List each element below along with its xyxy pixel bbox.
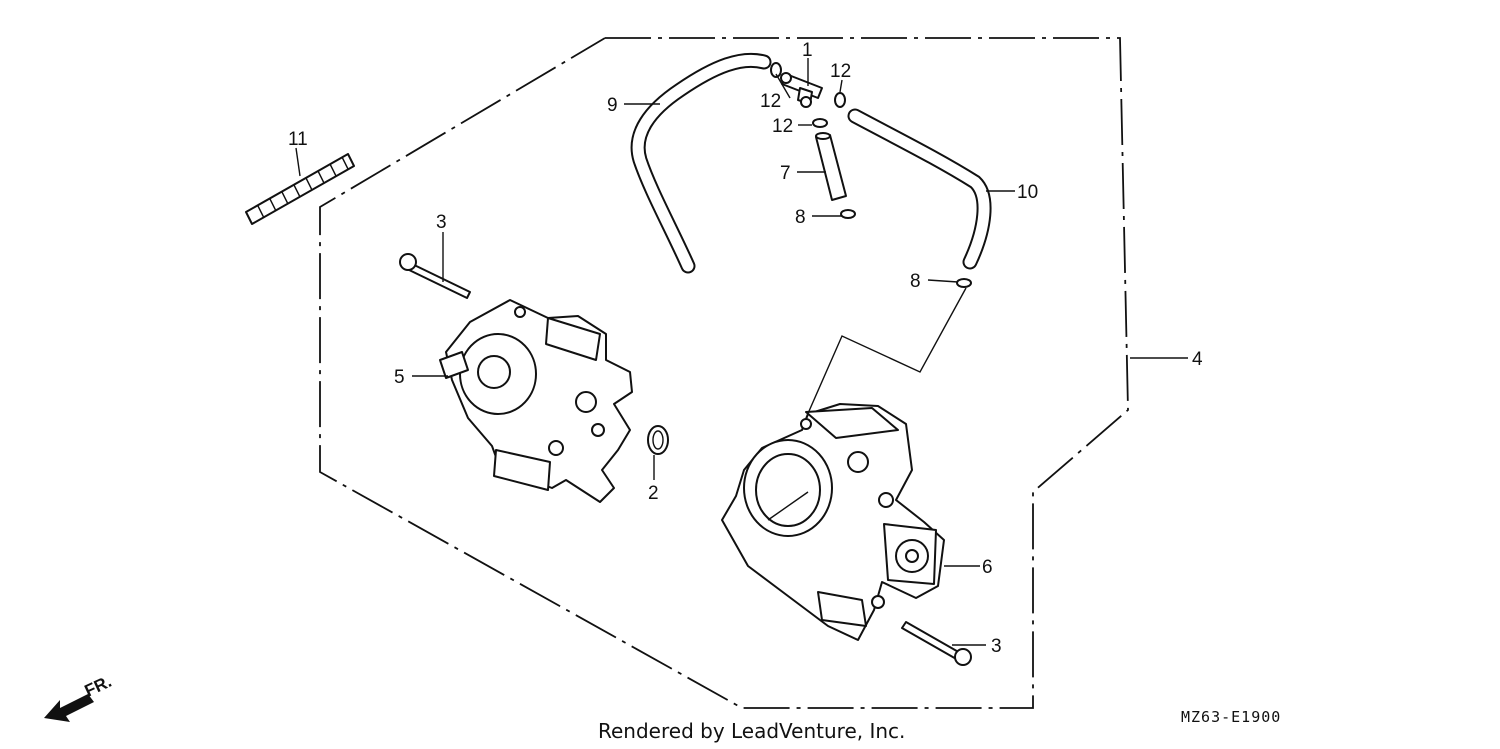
diagram-code: MZ63-E1900 bbox=[1181, 708, 1281, 726]
callout-4: 4 bbox=[1192, 349, 1203, 370]
clip-part-2[interactable] bbox=[647, 425, 669, 455]
callout-7: 7 bbox=[780, 163, 791, 184]
clip-part-8a[interactable] bbox=[840, 209, 856, 219]
callout-12-middle: 12 bbox=[772, 116, 793, 137]
callout-9: 9 bbox=[607, 95, 618, 116]
callout-2: 2 bbox=[648, 483, 659, 504]
callout-12-left: 12 bbox=[760, 91, 781, 112]
carburetor-part-5[interactable] bbox=[439, 299, 633, 503]
callout-12-right: 12 bbox=[830, 61, 851, 82]
callout-3-lower: 3 bbox=[991, 636, 1002, 657]
callout-3-upper: 3 bbox=[436, 212, 447, 233]
assembly-boundary bbox=[319, 37, 1129, 709]
callout-8-lower: 8 bbox=[910, 271, 921, 292]
clip-part-8b[interactable] bbox=[956, 278, 972, 288]
spring-part-11[interactable] bbox=[245, 153, 355, 225]
callout-1: 1 bbox=[802, 40, 813, 61]
credit-text: Rendered by LeadVenture, Inc. bbox=[598, 719, 905, 743]
screw-part-3-upper[interactable] bbox=[399, 253, 471, 299]
hose-part-9[interactable] bbox=[630, 52, 772, 274]
callout-6: 6 bbox=[982, 557, 993, 578]
callout-5: 5 bbox=[394, 367, 405, 388]
clip-part-12a[interactable] bbox=[770, 62, 782, 78]
hose-part-7[interactable] bbox=[815, 132, 847, 201]
hose-part-10[interactable] bbox=[847, 108, 992, 270]
carburetor-part-6[interactable] bbox=[721, 403, 945, 641]
callout-11: 11 bbox=[288, 129, 308, 150]
front-direction-arrow-icon bbox=[44, 694, 94, 722]
callout-8-upper: 8 bbox=[795, 207, 806, 228]
clip-part-12c[interactable] bbox=[812, 118, 828, 128]
screw-part-3-lower[interactable] bbox=[901, 621, 972, 666]
callout-10: 10 bbox=[1017, 182, 1038, 203]
leader-lines bbox=[295, 58, 1188, 646]
clip-part-12b[interactable] bbox=[834, 92, 846, 108]
t-joint-part-1[interactable] bbox=[780, 72, 823, 108]
